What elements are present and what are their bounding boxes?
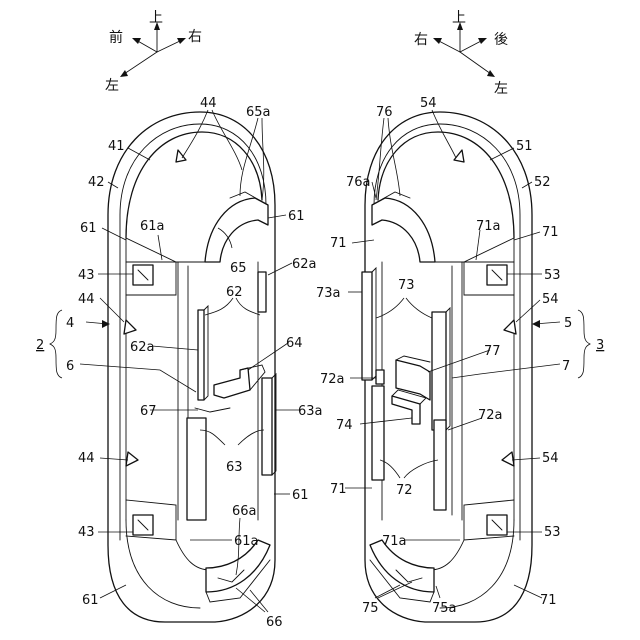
label-44-low: 44: [78, 451, 95, 466]
label-41: 41: [108, 139, 125, 154]
triangle-44-low: [126, 452, 138, 466]
triangle-44-top: [176, 150, 186, 162]
compass-left-up: 上: [149, 10, 163, 26]
label-7: 7: [562, 359, 570, 374]
label-43-low: 43: [78, 525, 95, 540]
label-44-top: 44: [200, 96, 217, 111]
label-66a: 66a: [232, 504, 257, 519]
labels-right: 54 76 51 76a 52 71a 71 71 53 73a 73 54 5…: [316, 96, 604, 616]
label-71-c: 71: [330, 482, 347, 497]
label-73: 73: [398, 278, 415, 293]
label-72: 72: [396, 483, 413, 498]
label-42: 42: [88, 175, 105, 190]
label-44-mid: 44: [78, 292, 95, 307]
label-75a: 75a: [432, 601, 457, 616]
label-54-mid: 54: [542, 292, 559, 307]
label-61-d: 61: [82, 593, 99, 608]
label-72a-top: 72a: [320, 372, 345, 387]
label-61-b: 61: [80, 221, 97, 236]
label-43-top: 43: [78, 268, 95, 283]
label-62a: 62a: [130, 340, 155, 355]
label-61-a: 61: [288, 209, 305, 224]
label-76: 76: [376, 105, 393, 120]
label-51: 51: [516, 139, 533, 154]
label-65: 65: [230, 261, 247, 276]
label-65a: 65a: [246, 105, 271, 120]
label-62a-top: 62a: [292, 257, 317, 272]
triangle-44-mid: [124, 320, 136, 334]
triangle-54-low: [502, 452, 514, 466]
label-54-low: 54: [542, 451, 559, 466]
leader-lines-left: [80, 110, 300, 612]
label-53-low: 53: [544, 525, 561, 540]
label-53-top: 53: [544, 268, 561, 283]
label-64: 64: [286, 336, 303, 351]
label-5: 5: [564, 316, 572, 331]
label-71-d: 71: [540, 593, 557, 608]
label-2: 2: [36, 338, 44, 353]
label-4: 4: [66, 316, 74, 331]
label-6: 6: [66, 359, 74, 374]
label-71-b: 71: [330, 236, 347, 251]
compass-left-left: 左: [105, 78, 119, 94]
label-71a-low: 71a: [382, 534, 407, 549]
label-61a-top: 61a: [140, 219, 165, 234]
labels-left: 44 65a 41 42 61 61 61a 65 62a 43 62 44 4…: [36, 96, 323, 630]
compass-right-left: 左: [494, 81, 508, 97]
label-63a: 63a: [298, 404, 323, 419]
label-71-a: 71: [542, 225, 559, 240]
label-76a: 76a: [346, 175, 371, 190]
label-61a-low: 61a: [234, 534, 259, 549]
label-75: 75: [362, 601, 379, 616]
triangle-54-mid: [504, 320, 516, 334]
compass-right-back: 後: [494, 32, 508, 48]
label-72a: 72a: [478, 408, 503, 423]
label-54-top: 54: [420, 96, 437, 111]
label-61-c: 61: [292, 488, 309, 503]
label-77: 77: [484, 344, 501, 359]
compass-left: 上 右 前 左: [105, 10, 202, 94]
label-3: 3: [596, 338, 604, 353]
label-73a: 73a: [316, 286, 341, 301]
compass-right-right: 右: [414, 32, 428, 48]
label-62: 62: [226, 285, 243, 300]
label-67: 67: [140, 404, 157, 419]
label-63: 63: [226, 460, 243, 475]
group-bracket-right: [532, 310, 590, 378]
compass-right: 上 右 後 左: [414, 10, 508, 97]
compass-right-up: 上: [452, 10, 466, 26]
compass-left-right: 右: [188, 29, 202, 45]
compass-left-front: 前: [109, 29, 123, 46]
label-71a-top: 71a: [476, 219, 501, 234]
label-52: 52: [534, 175, 551, 190]
label-74: 74: [336, 418, 353, 433]
label-66: 66: [266, 615, 283, 630]
group-bracket-left: [50, 310, 110, 378]
triangle-54-top: [454, 150, 464, 162]
